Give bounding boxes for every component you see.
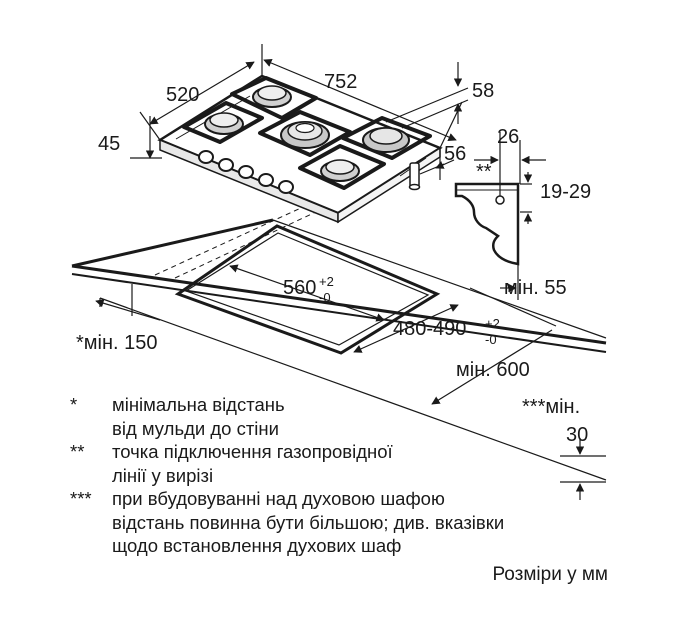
label-depth: 520 <box>166 84 199 106</box>
legend-line: мінімальна відстань <box>112 394 285 415</box>
units-note: Розміри у мм <box>492 564 608 585</box>
legend-mark: ** <box>70 441 85 462</box>
dimension-lines-cutout <box>95 264 606 500</box>
legend-item: *** при вбудовуванні над духовою шафою в… <box>70 487 630 558</box>
label-cutout-depth: 480-490 <box>393 318 466 340</box>
knob-icon <box>198 150 214 164</box>
knob-icon <box>218 158 234 172</box>
legend-line: відстань повинна бути більшою; див. вказ… <box>112 511 505 533</box>
dimension-lines-hob <box>130 44 469 180</box>
label-width: 752 <box>324 71 357 93</box>
label-cutout-width-tol-plus: +2 <box>319 274 334 289</box>
label-cutout-depth-tol-plus: +2 <box>485 316 500 331</box>
label-min-55: мін. 55 <box>504 277 567 299</box>
label-min-150: *мін. 150 <box>76 332 158 354</box>
label-58: 58 <box>472 80 494 102</box>
control-knobs <box>198 150 294 194</box>
legend-mark: * <box>70 394 78 415</box>
label-cutout-depth-tol-minus: -0 <box>485 332 497 347</box>
label-min-600: мін. 600 <box>456 359 530 381</box>
legend-mark: *** <box>70 488 92 509</box>
label-gas-marker: ** <box>476 161 492 183</box>
label-cutout-width: 560 <box>283 277 316 299</box>
label-min-30-value: 30 <box>566 424 588 446</box>
knob-icon <box>278 180 294 194</box>
label-19-29: 19-29 <box>540 181 591 203</box>
legend-item: * мінімальна відстань від мульди до стін… <box>70 393 630 440</box>
legend-item: ** точка підключення газопровідної лінії… <box>70 440 630 487</box>
legend-line: щодо встановлення духових шаф <box>112 535 402 556</box>
label-26: 26 <box>497 126 519 148</box>
knob-icon <box>238 165 254 179</box>
label-min-30-prefix: ***мін. <box>522 396 580 418</box>
dimension-labels: 752 520 45 58 56 26 ** 19-29 560 +2 -0 4… <box>76 71 591 446</box>
legend: * мінімальна відстань від мульди до стін… <box>70 393 630 558</box>
gas-connector <box>408 162 421 191</box>
cutout <box>154 189 441 355</box>
label-height: 45 <box>98 133 120 155</box>
knob-icon <box>258 173 274 187</box>
label-56: 56 <box>444 143 466 165</box>
legend-line: лінії у вирізі <box>112 464 214 486</box>
label-cutout-width-tol-minus: -0 <box>319 290 331 305</box>
side-section-detail <box>454 132 546 300</box>
legend-line: від мульди до стіни <box>112 417 279 439</box>
legend-line: при вбудовуванні над духовою шафою <box>112 488 445 509</box>
legend-line: точка підключення газопровідної <box>112 441 393 462</box>
